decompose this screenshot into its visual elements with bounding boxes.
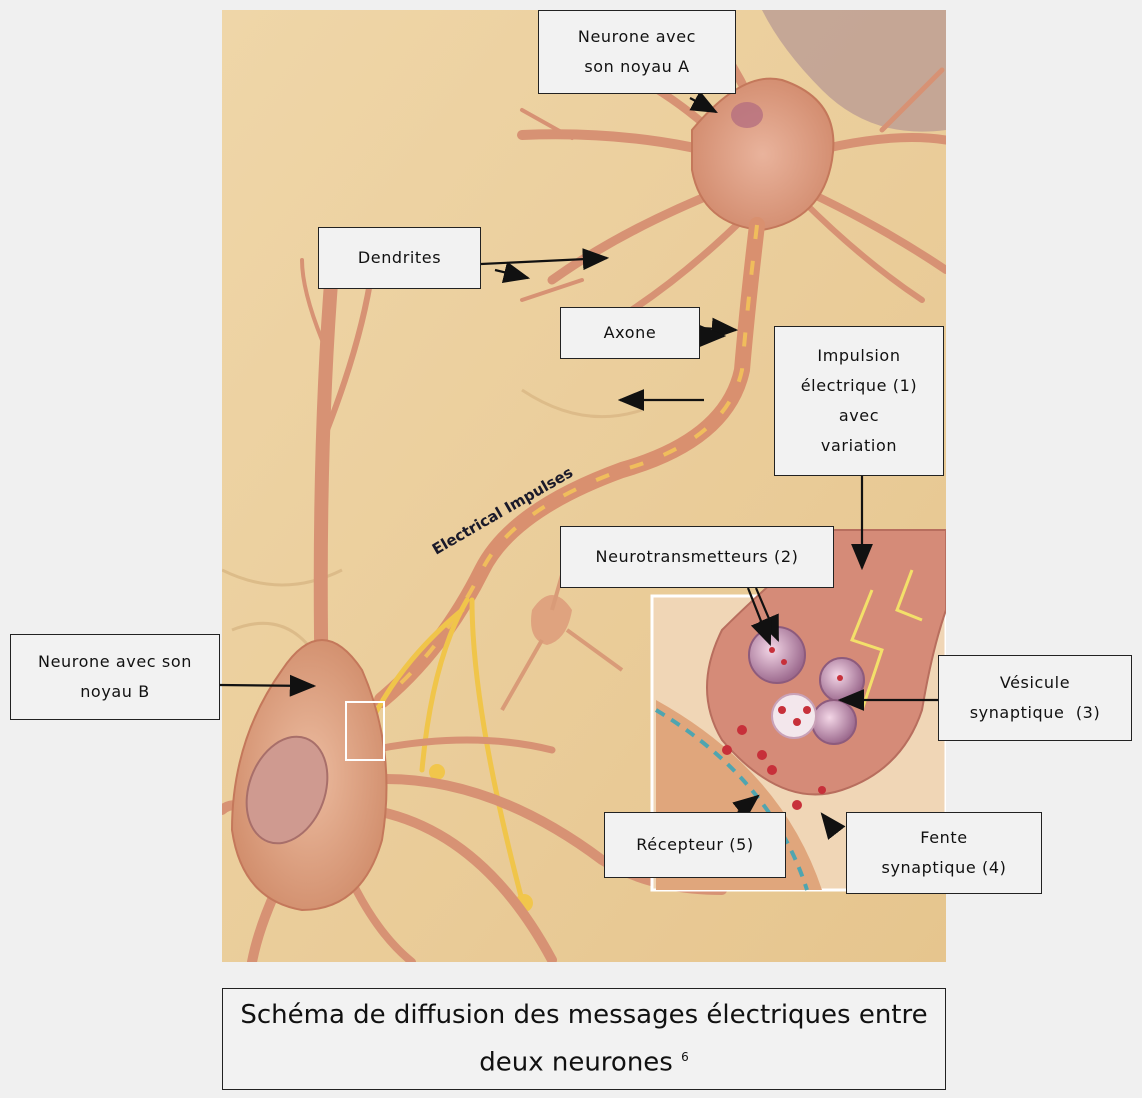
label-neurone-b-line2: noyau B [80,682,150,701]
label-fente-line2: synaptique (4) [881,858,1007,877]
label-neurone-b-line1: Neurone avec son [38,652,192,671]
label-vesicule-line2: synaptique (3) [969,703,1101,722]
caption-line2-wrap: deux neurones 6 [479,1036,689,1084]
label-axone-text: Axone [603,323,657,342]
label-neurone-b: Neurone avec son noyau B [10,634,220,720]
label-neurone-a: Neurone avec son noyau A [538,10,736,94]
label-neurone-a-line1: Neurone avec [577,27,697,46]
label-fente: Fente synaptique (4) [846,812,1042,894]
label-neurotransmetteurs: Neurotransmetteurs (2) [560,526,834,588]
label-recepteur: Récepteur (5) [604,812,786,878]
label-impulsion: Impulsion électrique (1) avec variation [774,326,944,476]
caption-line2: deux neurones [479,1047,673,1078]
label-fente-line1: Fente [920,828,968,847]
label-dendrites-text: Dendrites [357,248,442,267]
label-neurone-a-line2: son noyau A [584,57,690,76]
label-dendrites: Dendrites [318,227,481,289]
caption-footnote: 6 [681,1050,689,1065]
label-impulsion-line4: variation [820,436,898,455]
label-axone: Axone [560,307,700,359]
caption-line1: Schéma de diffusion des messages électri… [240,1000,928,1031]
neuron-illustration: Electrical Impulses [222,10,946,962]
label-neurotransmetteurs-text: Neurotransmetteurs (2) [595,547,799,566]
label-vesicule: Vésicule synaptique (3) [938,655,1132,741]
label-impulsion-line3: avec [838,406,880,425]
label-impulsion-line2: électrique (1) [800,376,918,395]
label-impulsion-line1: Impulsion [817,346,901,365]
neuron-illustration-svg: Electrical Impulses [222,10,946,962]
label-vesicule-line1: Vésicule [999,673,1071,692]
label-recepteur-text: Récepteur (5) [636,835,754,854]
figure-caption: Schéma de diffusion des messages électri… [222,988,946,1090]
